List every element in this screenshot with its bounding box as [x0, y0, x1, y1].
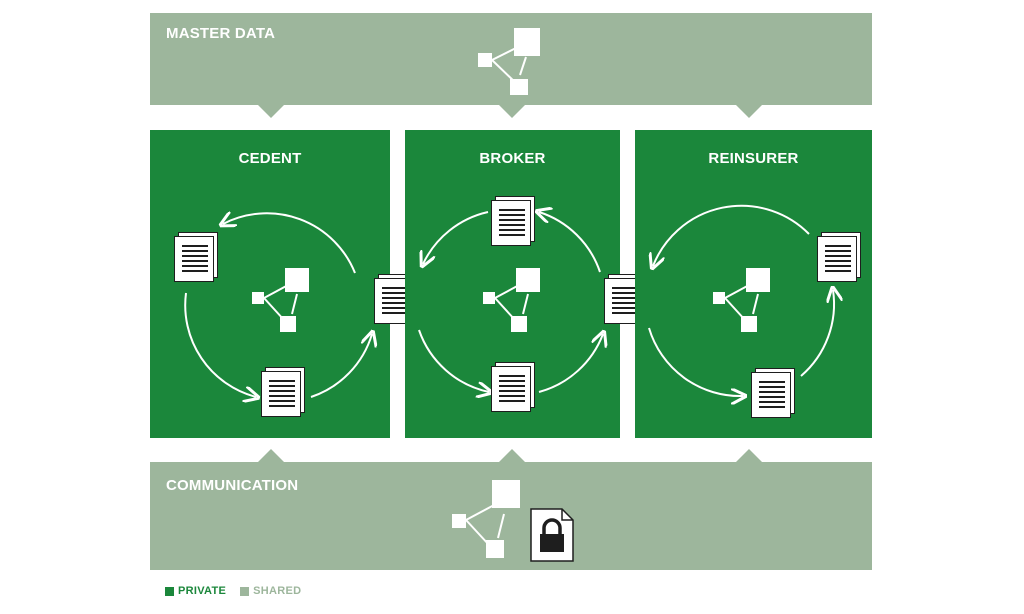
document-icon: [491, 362, 535, 412]
legend-private-label: PRIVATE: [178, 585, 227, 597]
legend: PRIVATE SHARED: [165, 585, 301, 597]
legend-private: PRIVATE: [165, 585, 226, 597]
legend-shared-label: SHARED: [253, 585, 302, 597]
cycle-arrows: [418, 130, 620, 438]
document-icon: [261, 367, 305, 417]
party-title-cedent: CEDENT: [238, 150, 302, 167]
pointer-up-cedent: [258, 449, 284, 462]
network-nodes-icon: [250, 264, 314, 332]
master-data-title: MASTER DATA: [166, 25, 276, 42]
legend-shared: SHARED: [240, 585, 301, 597]
document-icon: [491, 196, 535, 246]
communication-title: COMMUNICATION: [166, 477, 299, 494]
party-cedent: CEDENT: [150, 130, 390, 438]
communication-band: COMMUNICATION: [150, 462, 872, 570]
network-nodes-icon: [711, 264, 775, 332]
pointer-up-broker: [499, 449, 525, 462]
document-icon: [751, 368, 795, 418]
party-broker: BROKER: [405, 130, 620, 438]
network-nodes-icon: [476, 23, 540, 95]
legend-private-swatch: [165, 586, 174, 596]
master-data-band: MASTER DATA: [150, 13, 872, 105]
party-title-broker: BROKER: [479, 150, 546, 167]
cycle-arrows: [184, 130, 390, 438]
network-nodes-icon: [481, 264, 545, 332]
locked-document-icon: [530, 508, 574, 562]
pointer-broker: [499, 105, 525, 118]
pointer-up-reinsurer: [736, 449, 762, 462]
document-icon: [817, 232, 861, 282]
document-icon: [174, 232, 218, 282]
party-reinsurer: REINSURER: [635, 130, 872, 438]
network-nodes-icon: [450, 478, 520, 558]
cycle-arrows: [648, 204, 872, 438]
pointer-reinsurer: [736, 105, 762, 118]
pointer-cedent: [258, 105, 284, 118]
legend-shared-swatch: [240, 586, 250, 596]
party-title-reinsurer: REINSURER: [708, 150, 799, 167]
